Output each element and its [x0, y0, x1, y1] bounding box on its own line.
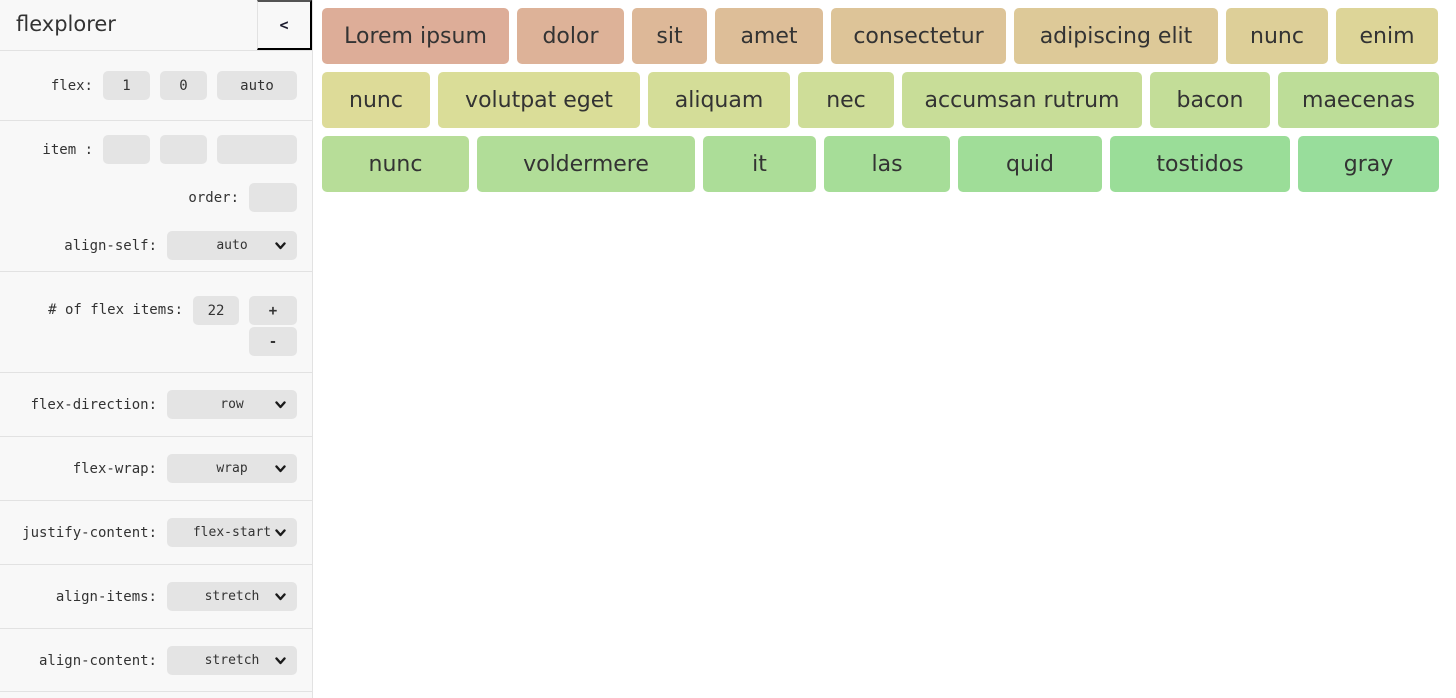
flex-item[interactable]: enim: [1336, 8, 1438, 64]
flex-item[interactable]: maecenas: [1278, 72, 1439, 128]
align-content-label: align-content:: [38, 652, 157, 669]
flex-wrap-section: flex-wrap: wrap: [0, 436, 312, 500]
flex-direction-label: flex-direction:: [30, 396, 157, 413]
flex-items-count-label: # of flex items:: [48, 302, 183, 318]
item-flex-grow-input[interactable]: [103, 135, 150, 164]
align-items-select[interactable]: stretch: [167, 582, 297, 611]
count-section: # of flex items: + -: [0, 271, 312, 372]
flex-wrap-value: wrap: [216, 461, 248, 476]
align-items-label: align-items:: [55, 588, 157, 605]
flex-label: flex:: [50, 77, 93, 94]
flex-wrap-select[interactable]: wrap: [167, 454, 297, 483]
order-input[interactable]: [249, 183, 297, 212]
flex-item[interactable]: it: [703, 136, 816, 192]
flex-direction-section: flex-direction: row: [0, 372, 312, 436]
chevron-down-icon: [275, 657, 286, 665]
justify-content-section: justify-content: flex-start: [0, 500, 312, 564]
page-title: flexplorer: [16, 12, 116, 36]
flex-items-count-input[interactable]: [193, 296, 239, 325]
flex-direction-select[interactable]: row: [167, 390, 297, 419]
justify-content-value: flex-start: [192, 525, 272, 540]
flex-item[interactable]: voldermere: [477, 136, 695, 192]
justify-content-label: justify-content:: [22, 524, 157, 541]
flex-item[interactable]: quid: [958, 136, 1102, 192]
align-content-value: stretch: [204, 653, 260, 668]
item-label: item :: [42, 141, 93, 158]
flex-item[interactable]: accumsan rutrum: [902, 72, 1142, 128]
flex-item[interactable]: nec: [798, 72, 894, 128]
chevron-down-icon: [275, 529, 286, 537]
order-label: order:: [188, 189, 239, 206]
align-items-section: align-items: stretch: [0, 564, 312, 628]
align-self-label: align-self:: [64, 237, 157, 254]
item-flex-shrink-input[interactable]: [160, 135, 207, 164]
flex-item[interactable]: bacon: [1150, 72, 1270, 128]
flex-item[interactable]: nunc: [322, 72, 430, 128]
increment-button[interactable]: +: [249, 296, 297, 325]
flex-grow-input[interactable]: [103, 71, 150, 100]
align-content-select[interactable]: stretch: [167, 646, 297, 675]
chevron-down-icon: [275, 593, 286, 601]
flex-item[interactable]: sit: [632, 8, 707, 64]
flex-item[interactable]: las: [824, 136, 950, 192]
align-content-section: align-content: stretch: [0, 628, 312, 692]
flex-basis-input[interactable]: [217, 71, 297, 100]
flex-item[interactable]: amet: [715, 8, 823, 64]
chevron-down-icon: [275, 465, 286, 473]
flex-item[interactable]: volutpat eget: [438, 72, 640, 128]
flex-item[interactable]: tostidos: [1110, 136, 1290, 192]
flex-item[interactable]: aliquam: [648, 72, 790, 128]
flex-wrap-label: flex-wrap:: [72, 460, 157, 477]
item-section: item : order: align-self: auto: [0, 120, 312, 271]
flex-section: flex:: [0, 50, 312, 120]
flex-item[interactable]: consectetur: [831, 8, 1006, 64]
collapse-sidebar-button[interactable]: <: [257, 0, 312, 50]
chevron-down-icon: [275, 401, 286, 409]
flex-shrink-input[interactable]: [160, 71, 207, 100]
chevron-down-icon: [275, 242, 286, 250]
container-property-sections: flex-direction: row flex-wrap: wrap justify-…: [0, 372, 312, 692]
sidebar-header: flexplorer <: [0, 0, 312, 50]
flex-item[interactable]: adipiscing elit: [1014, 8, 1218, 64]
flex-item[interactable]: Lorem ipsum: [322, 8, 509, 64]
flex-item[interactable]: nunc: [1226, 8, 1328, 64]
flex-item[interactable]: gray: [1298, 136, 1439, 192]
decrement-button[interactable]: -: [249, 327, 297, 356]
item-flex-basis-input[interactable]: [217, 135, 297, 164]
align-items-value: stretch: [204, 589, 260, 604]
flex-item[interactable]: dolor: [517, 8, 624, 64]
justify-content-select[interactable]: flex-start: [167, 518, 297, 547]
sidebar: flexplorer < flex: item : order: align-s…: [0, 0, 313, 698]
flex-item[interactable]: nunc: [322, 136, 469, 192]
flex-direction-value: row: [220, 397, 244, 412]
align-self-select[interactable]: auto: [167, 231, 297, 260]
chevron-left-icon: <: [279, 16, 289, 34]
align-self-value: auto: [216, 238, 248, 253]
